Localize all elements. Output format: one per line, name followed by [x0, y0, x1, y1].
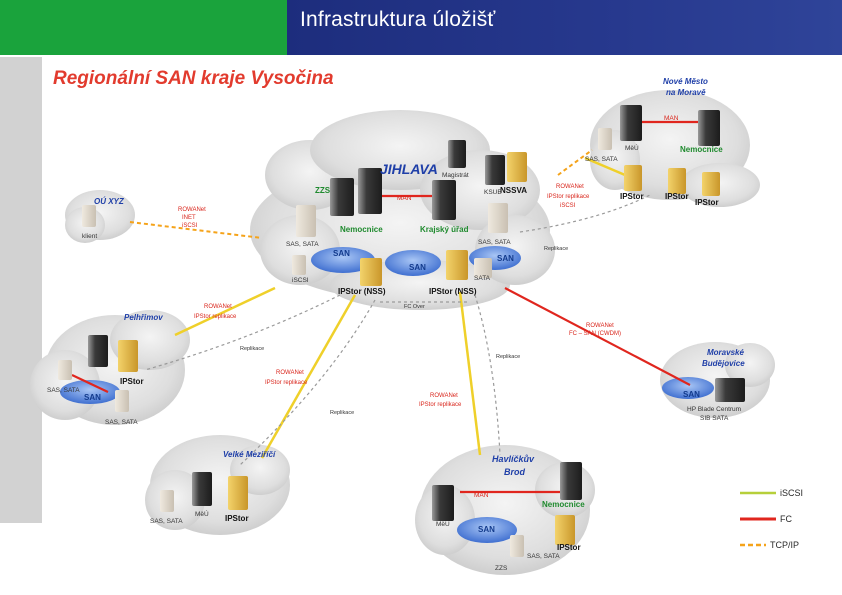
label-mau-vm: MěÚ: [195, 509, 209, 518]
label-zzs: ZZS: [315, 186, 331, 195]
label-klient: klient: [82, 233, 97, 240]
label-san-pelhrimov: SAN: [84, 393, 101, 402]
link-rowanet-nmnm-3: iSCSI: [560, 203, 576, 209]
site-ou-xyz: OÚ XYZ: [94, 197, 125, 206]
label-san-hb: SAN: [478, 525, 495, 534]
label-iscsi-device: iSCSI: [292, 277, 309, 284]
link-rowanet-vm-2: IPStor replikace: [265, 380, 308, 386]
label-man-jihlava: MAN: [397, 195, 412, 202]
san-blobs: [60, 246, 714, 543]
label-ipstor-nss-right: IPStor (NSS): [429, 287, 477, 296]
label-ipstor-nmnm-b: IPStor: [665, 192, 689, 201]
site-havlickuv-1: Havlíčkův: [492, 454, 535, 464]
legend: iSCSI FC TCP/IP: [740, 488, 803, 550]
label-man-nmnm: MAN: [664, 115, 679, 122]
link-rowanet-nmnm-2: IPStor replikace: [547, 194, 590, 200]
label-man-hb: MAN: [474, 492, 489, 499]
site-jihlava: JIHLAVA: [380, 161, 438, 177]
label-nemocnice-nmnm: Nemocnice: [680, 145, 723, 154]
link-rowanet-inet-2: INET: [182, 215, 196, 221]
label-nssva: NSSVA: [500, 186, 527, 195]
link-rowanet-vm-1: ROWANet: [276, 370, 304, 376]
site-velke-mezirici: Velké Meziříčí: [223, 450, 277, 459]
label-san-jihlava-right: SAN: [497, 254, 514, 263]
label-ipstor-pelhrimov: IPStor: [120, 377, 144, 386]
replication-links: [144, 194, 651, 466]
label-sas-nmnm: SAS, SATA: [585, 156, 618, 163]
link-rowanet-inet-3: iSCSI: [182, 223, 198, 229]
nove-mesto-devices: [598, 105, 720, 196]
label-mau-hb: MěÚ: [436, 519, 450, 528]
havlickuv-brod-devices: [432, 462, 582, 557]
site-moravske-1: Moravské: [707, 348, 744, 357]
header-green-block: [0, 0, 287, 55]
link-fc-over: FC Over: [404, 304, 425, 310]
label-san-jihlava-mid: SAN: [409, 263, 426, 272]
link-replikace-pel: Replikace: [240, 346, 264, 352]
iscsi-links: [174, 156, 626, 459]
site-pelhrimov: Pelhřimov: [124, 313, 163, 322]
label-sas-pelhrimov-bottom: SAS, SATA: [105, 419, 138, 426]
label-ksub: KSUB: [484, 189, 502, 196]
label-hp-blade-1: HP Blade Centrum: [687, 406, 741, 413]
link-rowanet-hb-1: ROWANet: [430, 393, 458, 399]
label-hp-blade-2: SIB SATA: [700, 415, 729, 422]
label-sas-vm: SAS, SATA: [150, 518, 183, 525]
label-ipstor-nmnm-a: IPStor: [620, 192, 644, 201]
label-sas-pelhrimov-left: SAS, SATA: [47, 387, 80, 394]
label-ipstor-nss-left: IPStor (NSS): [338, 287, 386, 296]
label-krajsky-urad: Krajský úřad: [420, 225, 469, 234]
label-sas-jihlava-right: SAS, SATA: [478, 239, 511, 246]
link-rowanet-hb-2: IPStor replikace: [419, 402, 462, 408]
jihlava-devices: [292, 140, 527, 286]
fc-links: [71, 120, 705, 494]
site-havlickuv-2: Brod: [504, 467, 525, 477]
ou-xyz-devices: [82, 205, 96, 227]
link-rowanet-inet-1: ROWANet: [178, 207, 206, 213]
label-magistrat: Magistrát: [442, 172, 469, 179]
velke-mezirici-devices: [160, 472, 248, 512]
label-san-mb: SAN: [683, 390, 700, 399]
legend-label-iscsi: iSCSI: [780, 488, 803, 498]
legend-label-fc: FC: [780, 514, 792, 524]
label-sas-hb: SAS, SATA: [527, 553, 560, 560]
pelhrimov-devices: [58, 335, 138, 412]
header-title: Infrastruktura úložišť: [300, 8, 496, 31]
label-san-jihlava-left: SAN: [333, 249, 350, 258]
label-zzs-hb: ZZS: [495, 565, 508, 572]
label-sata: SATA: [474, 275, 491, 282]
site-nove-mesto-1: Nové Město: [663, 77, 708, 86]
link-replikace-nmnm: Replikace: [544, 246, 568, 252]
label-mau-nmnm: MěÚ: [625, 143, 639, 152]
link-rowanet-nmnm-1: ROWANet: [556, 184, 584, 190]
link-replikace-vm: Replikace: [330, 410, 354, 416]
cloud-pelhrimov: [30, 310, 190, 425]
moravske-budejovice-devices: [715, 378, 745, 402]
label-ipstor-hb: IPStor: [557, 543, 581, 552]
link-rowanet-pel-2: IPStor replikace: [194, 314, 237, 320]
link-replikace-hb: Replikace: [496, 354, 520, 360]
link-rowanet-mb-1: ROWANet: [586, 323, 614, 329]
label-sas-jihlava-left: SAS, SATA: [286, 241, 319, 248]
site-moravske-2: Budějovice: [702, 359, 745, 368]
link-rowanet-pel-1: ROWANet: [204, 304, 232, 310]
left-side-bar: [0, 57, 42, 523]
label-ipstor-vm: IPStor: [225, 514, 249, 523]
link-rowanet-mb-2: FC – SAN (CWDM): [569, 331, 621, 337]
label-ipstor-nmnm-c: IPStor: [695, 198, 719, 207]
site-nove-mesto-2: na Moravě: [666, 88, 706, 97]
tcpip-links: [129, 149, 593, 239]
header-bar: Infrastruktura úložišť: [0, 0, 842, 55]
label-nemocnice-jihlava: Nemocnice: [340, 225, 383, 234]
diagram-title: Regionální SAN kraje Vysočina: [53, 68, 334, 89]
header-blue-block: [287, 0, 842, 55]
legend-label-tcpip: TCP/IP: [770, 540, 799, 550]
label-nemocnice-hb: Nemocnice: [542, 500, 585, 509]
